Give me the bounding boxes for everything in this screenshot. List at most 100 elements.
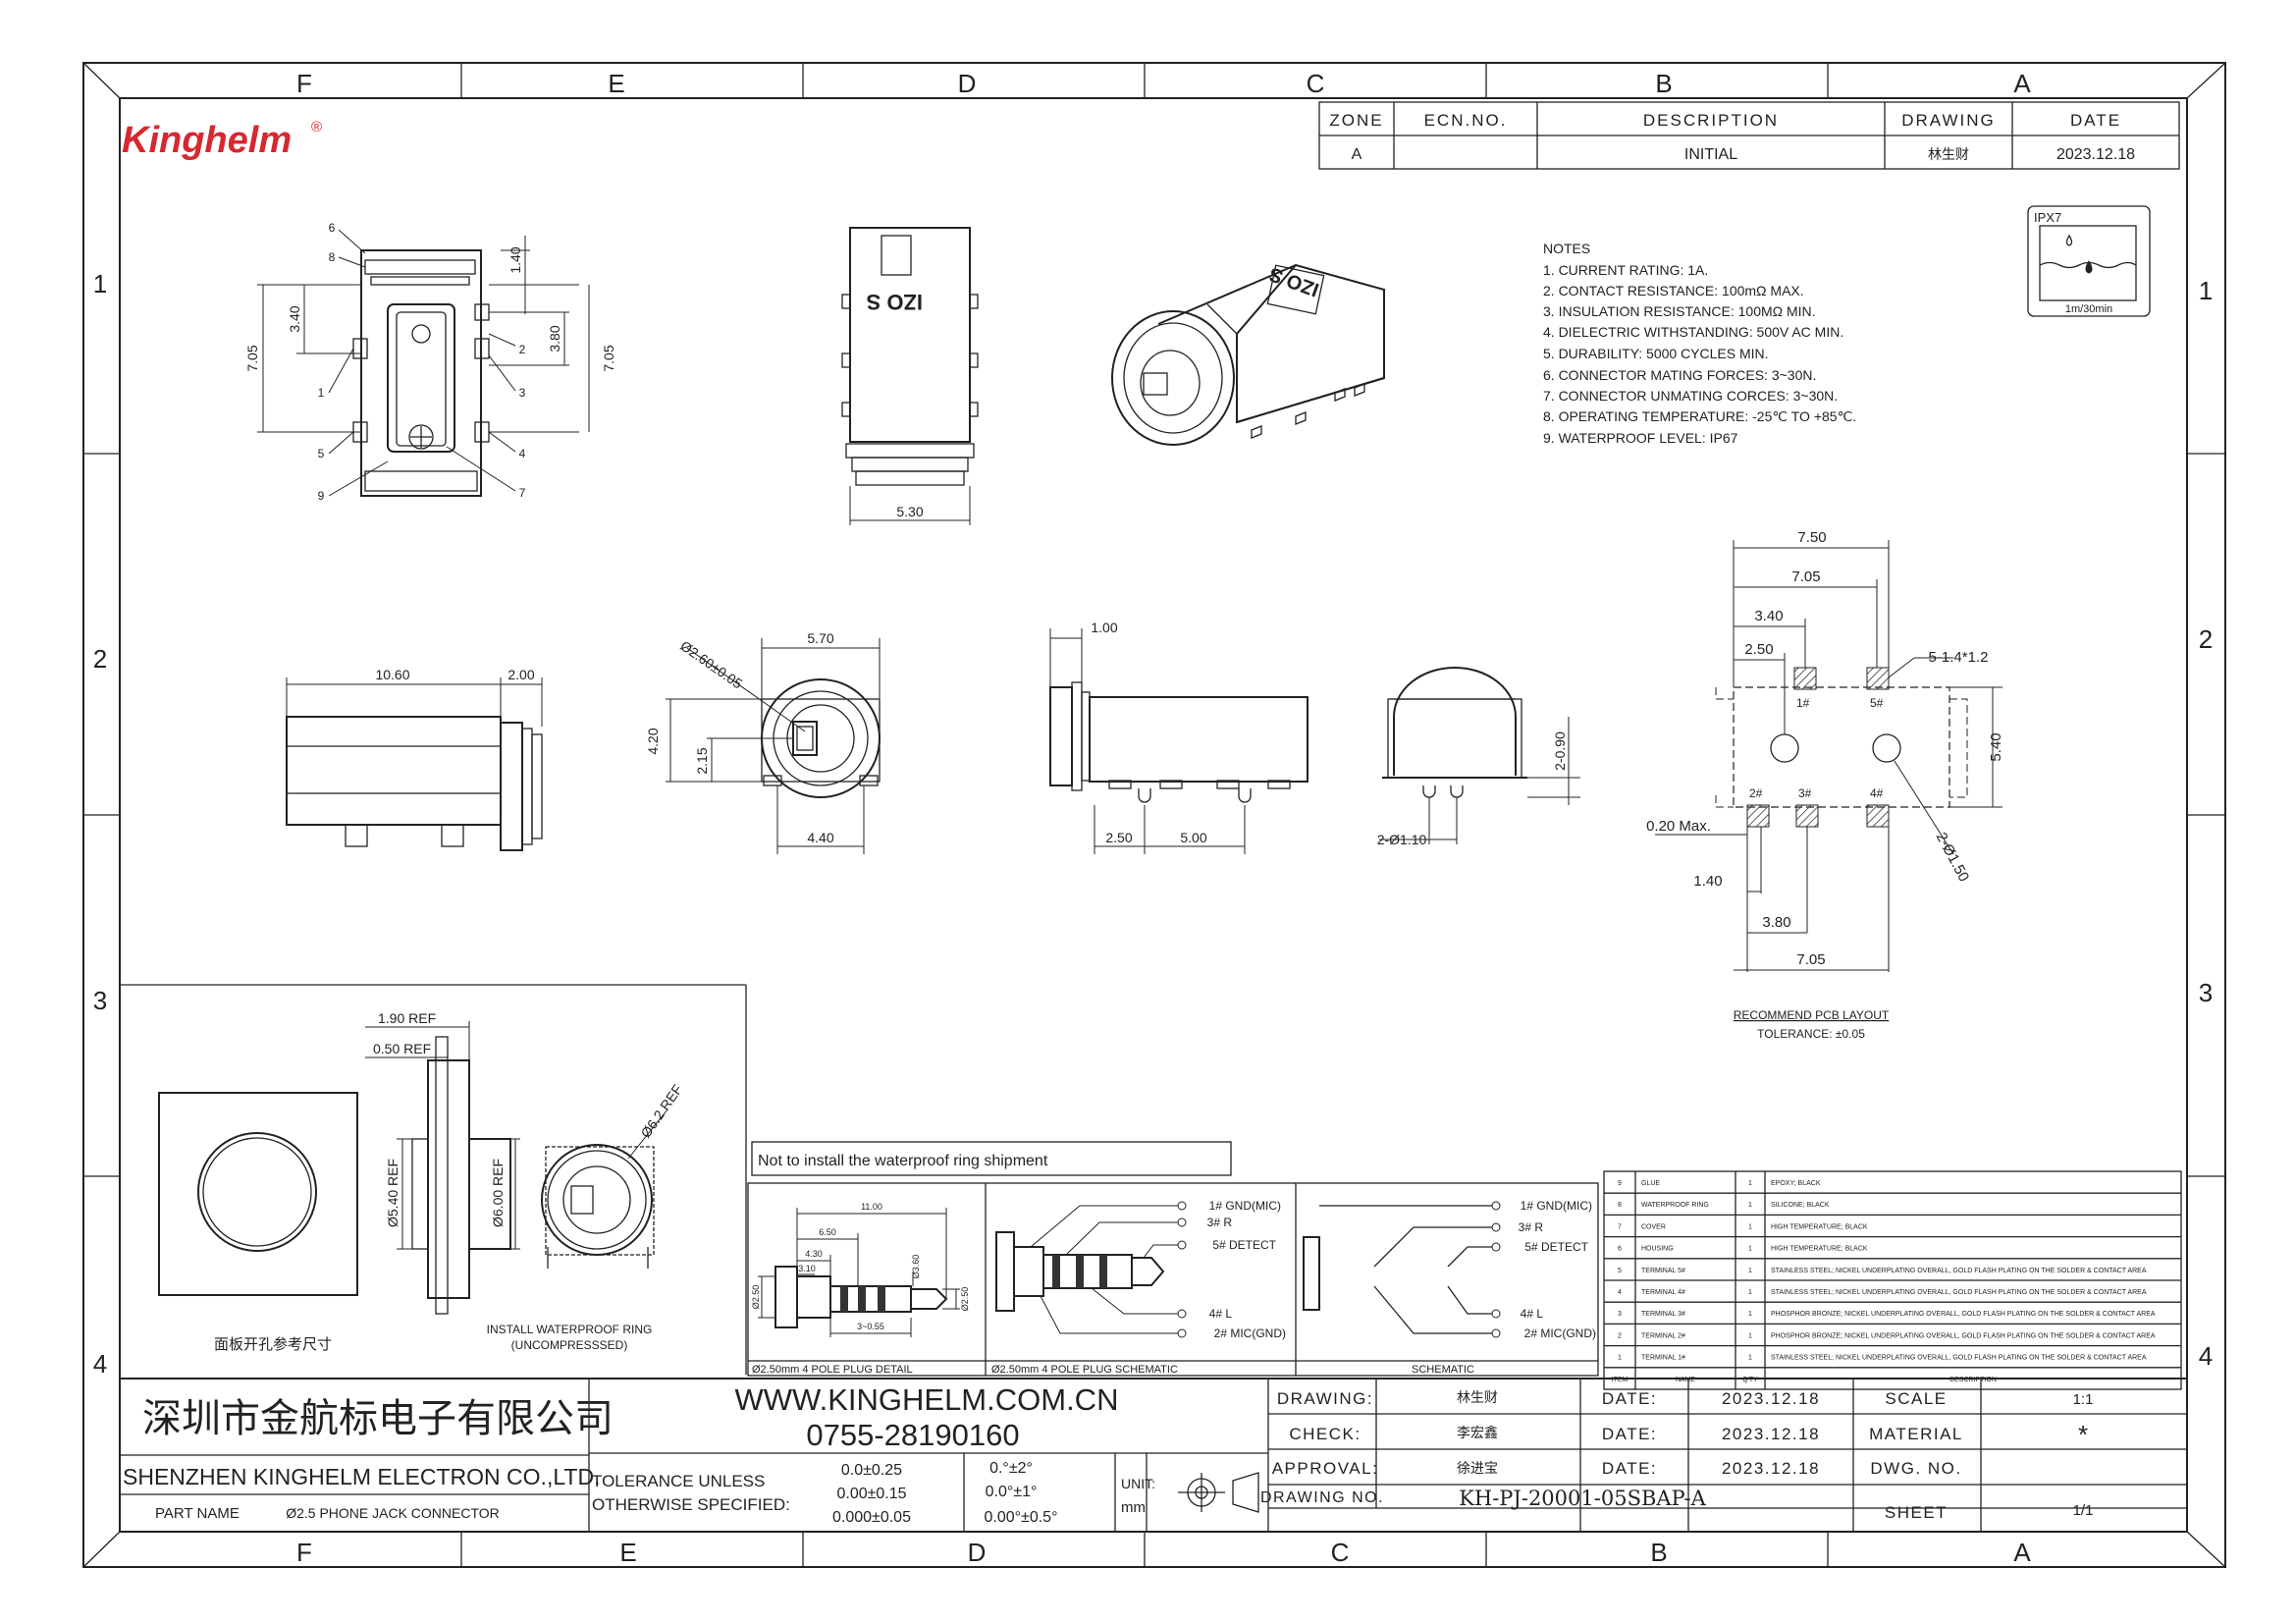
rev-header-ecn: ECN.NO. [1424,111,1508,130]
scale-value: 1:1 [2073,1391,2094,1408]
tol-linear: 0.0±0.25 [841,1462,902,1479]
check-label: CHECK: [1289,1425,1361,1443]
plug-panels: Ø2.50mm 4 POLE PLUG DETAIL Ø2.50mm 4 POL… [747,1182,1599,1377]
plug-sch-label: 4# L [1209,1307,1233,1321]
bom-header-name: NAME [1676,1377,1696,1383]
panel-caption-ring2: (UNCOMPRESSSED) [511,1338,628,1352]
frame-col-top: E [608,69,624,98]
panel-ref3: Ø5.40 REF [385,1159,400,1227]
plug-schematic: 1# GND(MIC) 3# R 5# DETECT 4# L 2# MIC(G… [995,1199,1286,1340]
bom-qty: 1 [1748,1223,1752,1230]
callout-6: 6 [329,221,336,235]
material-label: MATERIAL [1869,1425,1963,1443]
pcb-pad-label: 2# [1749,786,1763,800]
bom-name: TERMINAL 4# [1641,1289,1685,1296]
frame-col-top: D [958,69,977,98]
isometric-view: IZO S [1111,262,1385,446]
face-view-pitch: 4.40 [807,830,833,845]
plug-dim-d3: Ø2.50 [960,1287,970,1312]
frame-row-left: 3 [93,986,107,1015]
face-view-width: 5.70 [807,630,833,646]
sheet-value: 1/1 [2073,1502,2094,1519]
note-item: 8. OPERATING TEMPERATURE: -25℃ TO +85℃. [1543,408,1856,424]
bom-item: 4 [1618,1289,1622,1296]
plug-sch-label: 2# MIC(GND) [1214,1326,1286,1340]
frame-row-left: 2 [93,644,107,674]
front-view: IZO S 5.30 [841,227,979,525]
bom-description: HIGH TEMPERATURE; BLACK [1771,1223,1868,1230]
date-label: DATE: [1602,1389,1657,1408]
bom-description: STAINLESS STEEL; NICKEL UNDERPLATING OVE… [1771,1355,2147,1362]
rev-header-description: DESCRIPTION [1643,111,1779,130]
plug-detail-caption: Ø2.50mm 4 POLE PLUG DETAIL [752,1364,913,1376]
rev-drawing: 林生财 [1928,146,1969,162]
pcb-dim-x1: 3.80 [1762,914,1790,931]
plug-sch-label: 1# GND(MIC) [1209,1199,1281,1213]
pcb-pad-label: 3# [1798,786,1812,800]
bom-name: HOUSING [1641,1246,1674,1253]
callout-8: 8 [329,250,336,264]
pcb-layout: 1# 5# 2# 3# 4# 7.50 7.05 3.40 2.50 [1646,529,2004,1041]
kinghelm-logo: Kinghelm ® [122,119,322,161]
bom-header-item: ITEM [1612,1377,1629,1383]
bom-description: STAINLESS STEEL; NICKEL UNDERPLATING OVE… [1771,1289,2147,1296]
plug-dim-l1: 11.00 [861,1202,882,1212]
plug-dim-l2: 6.50 [819,1227,836,1237]
face-view-height: 4.20 [645,728,661,754]
pcb-dim-w2: 7.05 [1791,568,1820,585]
end-view: 2-0.90 2-Ø1.10 [1377,667,1580,847]
note-item: 1. CURRENT RATING: 1A. [1543,262,1708,278]
frame-col-bottom: E [619,1538,636,1567]
date-drawing: 2023.12.18 [1722,1389,1820,1408]
plug-detail: 11.00 6.50 4.30 3.10 Ø2.50 Ø3.60 Ø2.50 3… [751,1202,970,1337]
rev-header-zone: ZONE [1329,111,1383,130]
frame-row-right: 3 [2199,978,2213,1007]
frame-col-top: C [1307,69,1325,98]
drawer-name: 林生财 [1457,1389,1498,1405]
top-view: 7.05 3.40 1.40 3.80 7.05 6 8 2 3 1 5 4 9… [244,221,616,503]
note-item: 2. CONTACT RESISTANCE: 100mΩ MAX. [1543,283,1804,298]
part-name-label: PART NAME [155,1505,240,1522]
drawing-label: DRAWING: [1277,1389,1373,1408]
panel-ref4: Ø6.00 REF [490,1159,506,1227]
plug-sch-label: 5# DETECT [1212,1238,1276,1252]
callout-7: 7 [519,486,526,500]
frame-row-left: 4 [93,1349,107,1379]
frame-col-top: A [2013,69,2031,98]
top-view-dim-c: 1.40 [507,246,523,273]
front-view-marking: IZO S [867,290,923,314]
pcb-dim-h: 5.40 [1988,732,2004,761]
part-name: Ø2.5 PHONE JACK CONNECTOR [286,1505,500,1521]
ipx7-badge: IPX7 1m/30min [2027,205,2151,317]
callout-4: 4 [519,447,526,460]
note-item: 7. CONNECTOR UNMATING CORCES: 3~30N. [1543,388,1838,404]
pcb-dim-w3: 3.40 [1754,608,1783,624]
rev-header-drawing: DRAWING [1901,111,1996,130]
note-item: 6. CONNECTOR MATING FORCES: 3~30N. [1543,367,1816,383]
frame-col-bottom: B [1650,1538,1667,1567]
jack-schematic: 1# GND(MIC) 3# R 5# DETECT 4# L 2# MIC(G… [1303,1199,1596,1340]
rev-description: INITIAL [1684,146,1737,163]
end-view-holes: 2-Ø1.10 [1377,832,1427,847]
scale-label: SCALE [1885,1389,1947,1408]
note-item: 5. DURABILITY: 5000 CYCLES MIN. [1543,346,1769,361]
logo-reg-mark: ® [311,119,322,135]
bom-qty: 1 [1748,1180,1752,1187]
notes-block: NOTES 1. CURRENT RATING: 1A. 2. CONTACT … [1543,241,1856,446]
bom-qty: 1 [1748,1289,1752,1296]
callout-3: 3 [519,386,526,400]
bom-description: HIGH TEMPERATURE; BLACK [1771,1246,1868,1253]
bom-item: 2 [1618,1332,1622,1339]
pcb-dim-w1: 7.50 [1797,529,1826,546]
top-view-dim-d: 3.80 [547,325,562,352]
sheet-label: SHEET [1885,1503,1948,1522]
logo-text: Kinghelm [122,120,292,161]
panel-ref5: Ø6.2 REF [637,1082,685,1141]
approver-name: 徐进宝 [1457,1460,1498,1476]
plug-dim-d1: Ø2.50 [751,1285,761,1310]
unit-label: UNIT: [1121,1476,1155,1491]
date-approval: 2023.12.18 [1722,1459,1820,1478]
frame-col-top: F [296,69,312,98]
pcb-dim-w4: 2.50 [1744,641,1773,658]
